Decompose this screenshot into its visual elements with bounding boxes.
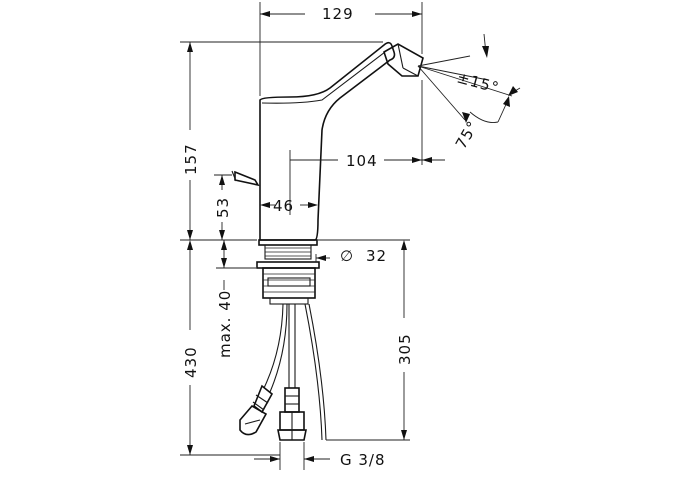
lever-handle <box>231 170 260 187</box>
dim-label-129: 129 <box>322 5 354 23</box>
dim-32 <box>210 239 410 262</box>
spout-nozzle <box>383 43 424 77</box>
dim-label-305: 305 <box>396 333 414 365</box>
dim-53 <box>214 174 232 240</box>
dim-label-53: 53 <box>214 197 232 218</box>
angle-label-15: ±15° <box>455 68 501 97</box>
angle-swivel <box>417 33 521 97</box>
dim-label-32: 32 <box>366 247 387 265</box>
threaded-shank <box>256 244 320 305</box>
hoses <box>263 303 327 441</box>
dim-46 <box>260 150 318 215</box>
dim-max-40 <box>216 240 256 290</box>
hose-fitting-center <box>277 387 307 441</box>
dim-label-157: 157 <box>182 143 200 175</box>
dim-label-g38: G 3/8 <box>340 451 386 469</box>
dim-305 <box>326 240 410 441</box>
dim-label-430: 430 <box>182 346 200 378</box>
angle-tilt <box>417 65 510 123</box>
dim-430 <box>180 240 280 456</box>
dim-label-104: 104 <box>346 152 378 170</box>
dim-129 <box>259 2 423 96</box>
dim-104 <box>290 80 445 165</box>
dim-label-max40: max. 40 <box>216 290 234 358</box>
angle-label-75: 75° <box>452 117 482 152</box>
diameter-symbol: ∅ <box>340 247 354 265</box>
dim-g38 <box>254 442 330 470</box>
dim-label-46: 46 <box>273 197 294 215</box>
hose-fitting-left <box>239 384 274 436</box>
